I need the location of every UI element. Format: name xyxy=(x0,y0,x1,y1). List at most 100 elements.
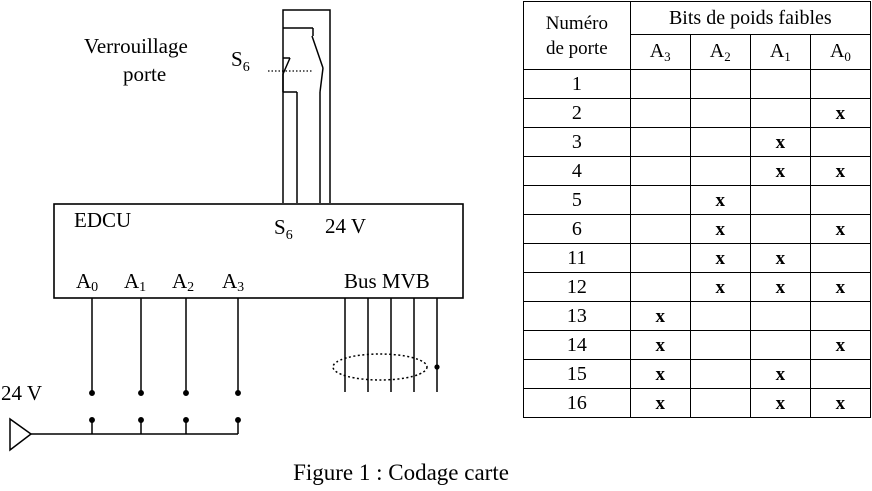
table-row: 1 xyxy=(523,69,872,99)
pin-a3-label: A3 xyxy=(222,269,244,295)
bit-header-a3: A3 xyxy=(629,34,691,70)
bit-a3-cell xyxy=(629,272,691,302)
bit-a1-cell: x xyxy=(749,359,811,389)
bit-a3-cell: x xyxy=(629,301,691,331)
bit-a0-cell: x xyxy=(809,330,872,360)
bit-a2-cell: x xyxy=(689,243,751,273)
bit-a0-cell xyxy=(809,69,872,99)
edcu-box xyxy=(53,203,464,299)
door-lock-switch xyxy=(282,9,331,203)
door-number-cell: 16 xyxy=(523,388,631,418)
door-number-cell: 15 xyxy=(523,359,631,389)
shield-ground-dot xyxy=(434,364,440,370)
bit-a2-cell xyxy=(689,98,751,128)
switch-label: S6 xyxy=(231,47,250,75)
pin-s6-label: S6 xyxy=(274,215,293,243)
pin-a2-label: A2 xyxy=(172,269,194,295)
bit-a2-cell xyxy=(689,301,751,331)
door-number-cell: 2 xyxy=(523,98,631,128)
bit-a3-cell: x xyxy=(629,388,691,418)
bit-a0-cell: x xyxy=(809,388,872,418)
bit-a3-cell xyxy=(629,69,691,99)
pin-24v-label: 24 V xyxy=(325,214,366,238)
bit-a2-cell xyxy=(689,127,751,157)
bit-a0-cell: x xyxy=(809,98,872,128)
wiring-diagram: Verrouillage porte S6 EDCU S6 24 V A0 A1… xyxy=(1,9,464,452)
bit-a2-cell: x xyxy=(689,214,751,244)
door-number-cell: 11 xyxy=(523,243,631,273)
bit-a3-cell: x xyxy=(629,359,691,389)
door-number-cell: 13 xyxy=(523,301,631,331)
door-number-cell: 5 xyxy=(523,185,631,215)
door-number-cell: 14 xyxy=(523,330,631,360)
bus-shield-icon xyxy=(332,353,428,381)
bit-a2-cell xyxy=(689,330,751,360)
mvb-bus-wires xyxy=(344,298,438,392)
address-wires xyxy=(30,298,241,435)
bit-a0-cell: x xyxy=(809,156,872,186)
pin-a1-label: A1 xyxy=(124,269,146,295)
bit-a1-cell: x xyxy=(749,127,811,157)
bit-a3-cell xyxy=(629,214,691,244)
bit-a1-cell xyxy=(749,214,811,244)
bit-a1-cell xyxy=(749,301,811,331)
door-number-cell: 6 xyxy=(523,214,631,244)
bit-a2-cell xyxy=(689,156,751,186)
bit-a1-cell: x xyxy=(749,388,811,418)
bit-a1-cell xyxy=(749,185,811,215)
bit-a1-cell: x xyxy=(749,243,811,273)
bit-a3-cell xyxy=(629,127,691,157)
bit-a0-cell xyxy=(809,359,872,389)
door-number-cell: 4 xyxy=(523,156,631,186)
lock-label-line1: Verrouillage xyxy=(84,34,188,58)
bit-a0-cell xyxy=(809,301,872,331)
edcu-title: EDCU xyxy=(74,208,131,232)
bit-a1-cell: x xyxy=(749,272,811,302)
door-number-cell: 3 xyxy=(523,127,631,157)
bit-a1-cell xyxy=(749,69,811,99)
bit-a0-cell: x xyxy=(809,272,872,302)
bit-a0-cell xyxy=(809,185,872,215)
pin-a0-label: A0 xyxy=(76,269,98,295)
bit-a0-cell xyxy=(809,127,872,157)
bit-a2-cell xyxy=(689,359,751,389)
bit-a3-cell xyxy=(629,156,691,186)
bit-a3-cell xyxy=(629,185,691,215)
bit-a2-cell: x xyxy=(689,185,751,215)
bit-a0-cell xyxy=(809,243,872,273)
bit-a2-cell xyxy=(689,388,751,418)
bus-label: Bus MVB xyxy=(344,269,430,293)
bit-a0-cell: x xyxy=(809,214,872,244)
supply-terminal-icon xyxy=(9,417,33,452)
door-number-cell: 1 xyxy=(523,69,631,99)
bit-a3-cell: x xyxy=(629,330,691,360)
bit-a1-cell: x xyxy=(749,156,811,186)
bit-header-a0: A0 xyxy=(809,34,872,70)
bit-header-a1: A1 xyxy=(749,34,811,70)
low-bits-header: Bits de poids faibles xyxy=(629,1,872,35)
lock-label-line2: porte xyxy=(123,62,166,86)
bit-a1-cell xyxy=(749,98,811,128)
bit-header-a2: A2 xyxy=(689,34,751,70)
bit-a3-cell xyxy=(629,243,691,273)
figure-caption: Figure 1 : Codage carte xyxy=(293,460,509,485)
bit-a2-cell xyxy=(689,69,751,99)
supply-label: 24 V xyxy=(1,381,42,405)
bit-a1-cell xyxy=(749,330,811,360)
bit-a3-cell xyxy=(629,98,691,128)
bit-a2-cell: x xyxy=(689,272,751,302)
table-row: 6 x x xyxy=(523,214,872,244)
door-number-cell: 12 xyxy=(523,272,631,302)
